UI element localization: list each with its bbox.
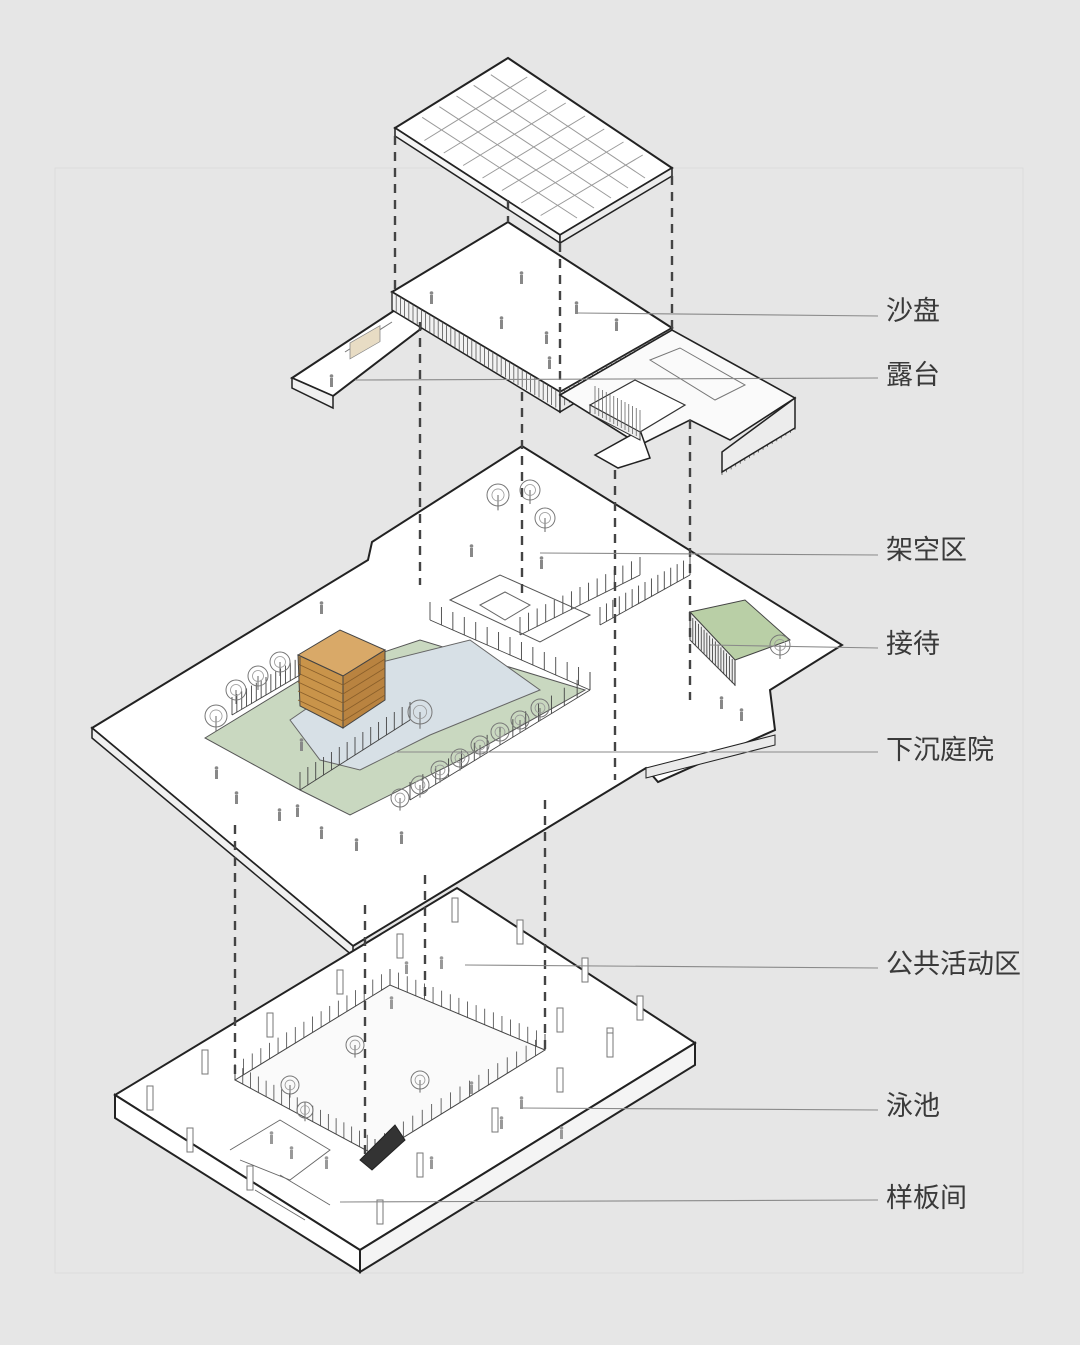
upper-floor-layer — [289, 220, 797, 475]
leader-lines — [339, 312, 879, 1203]
basement-layer — [113, 886, 697, 1274]
label-reception: 接待 — [886, 629, 940, 660]
label-sand-table: 沙盘 — [886, 296, 940, 327]
label-terrace: 露台 — [886, 360, 940, 391]
label-sunken-courtyard: 下沉庭院 — [886, 735, 994, 766]
roof-grid-layer — [393, 56, 674, 245]
ground-floor-layer — [90, 444, 844, 958]
dashed-connectors — [233, 136, 692, 1160]
label-stilt-area: 架空区 — [886, 535, 967, 566]
label-show-flat: 样板间 — [886, 1183, 967, 1214]
label-swimming-pool: 泳池 — [886, 1091, 940, 1122]
label-public-activity-area: 公共活动区 — [886, 949, 1021, 980]
